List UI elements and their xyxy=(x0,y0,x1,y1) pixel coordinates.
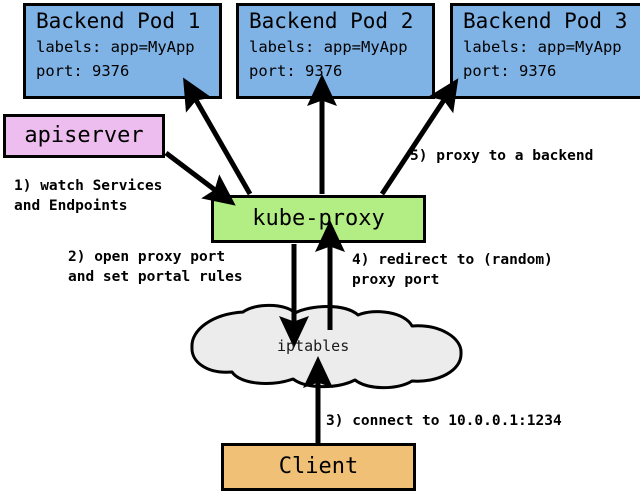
node-kube-proxy[interactable]: kube-proxy xyxy=(211,195,426,243)
step-label-4: 4) redirect to (random) proxy port xyxy=(352,252,553,288)
backend-pod-1-labels: labels: app=MyApp xyxy=(36,38,195,56)
backend-pod-1-port: port: 9376 xyxy=(36,62,130,80)
kube-proxy-label: kube-proxy xyxy=(252,206,385,231)
apiserver-label: apiserver xyxy=(24,123,144,148)
backend-pod-1-title: Backend Pod 1 xyxy=(36,9,201,33)
backend-pod-3-port: port: 9376 xyxy=(463,62,557,80)
backend-pod-3-labels: labels: app=MyApp xyxy=(463,38,622,56)
arrow-apiserver-to-kube-proxy xyxy=(164,151,236,206)
step-label-5: 5) proxy to a backend xyxy=(410,148,594,164)
step-label-1: 1) watch Services and Endpoints xyxy=(14,178,163,214)
node-apiserver[interactable]: apiserver xyxy=(3,114,165,158)
iptables-label: iptables xyxy=(277,337,350,355)
node-backend-pod-1[interactable]: Backend Pod 1 labels: app=MyApp port: 93… xyxy=(23,3,222,99)
backend-pod-2-labels: labels: app=MyApp xyxy=(249,38,408,56)
backend-pod-3-title: Backend Pod 3 xyxy=(463,9,628,33)
arrow-kube-proxy-to-pod-1 xyxy=(183,77,253,196)
client-label: Client xyxy=(278,454,359,479)
backend-pod-2-title: Backend Pod 2 xyxy=(249,9,414,33)
backend-pod-2-port: port: 9376 xyxy=(249,62,343,80)
step-label-3: 3) connect to 10.0.0.1:1234 xyxy=(326,413,562,429)
node-backend-pod-3[interactable]: Backend Pod 3 labels: app=MyApp port: 93… xyxy=(450,3,640,99)
step-label-2: 2) open proxy port and set portal rules xyxy=(68,249,243,285)
node-backend-pod-2[interactable]: Backend Pod 2 labels: app=MyApp port: 93… xyxy=(236,3,435,99)
node-client[interactable]: Client xyxy=(221,443,416,491)
